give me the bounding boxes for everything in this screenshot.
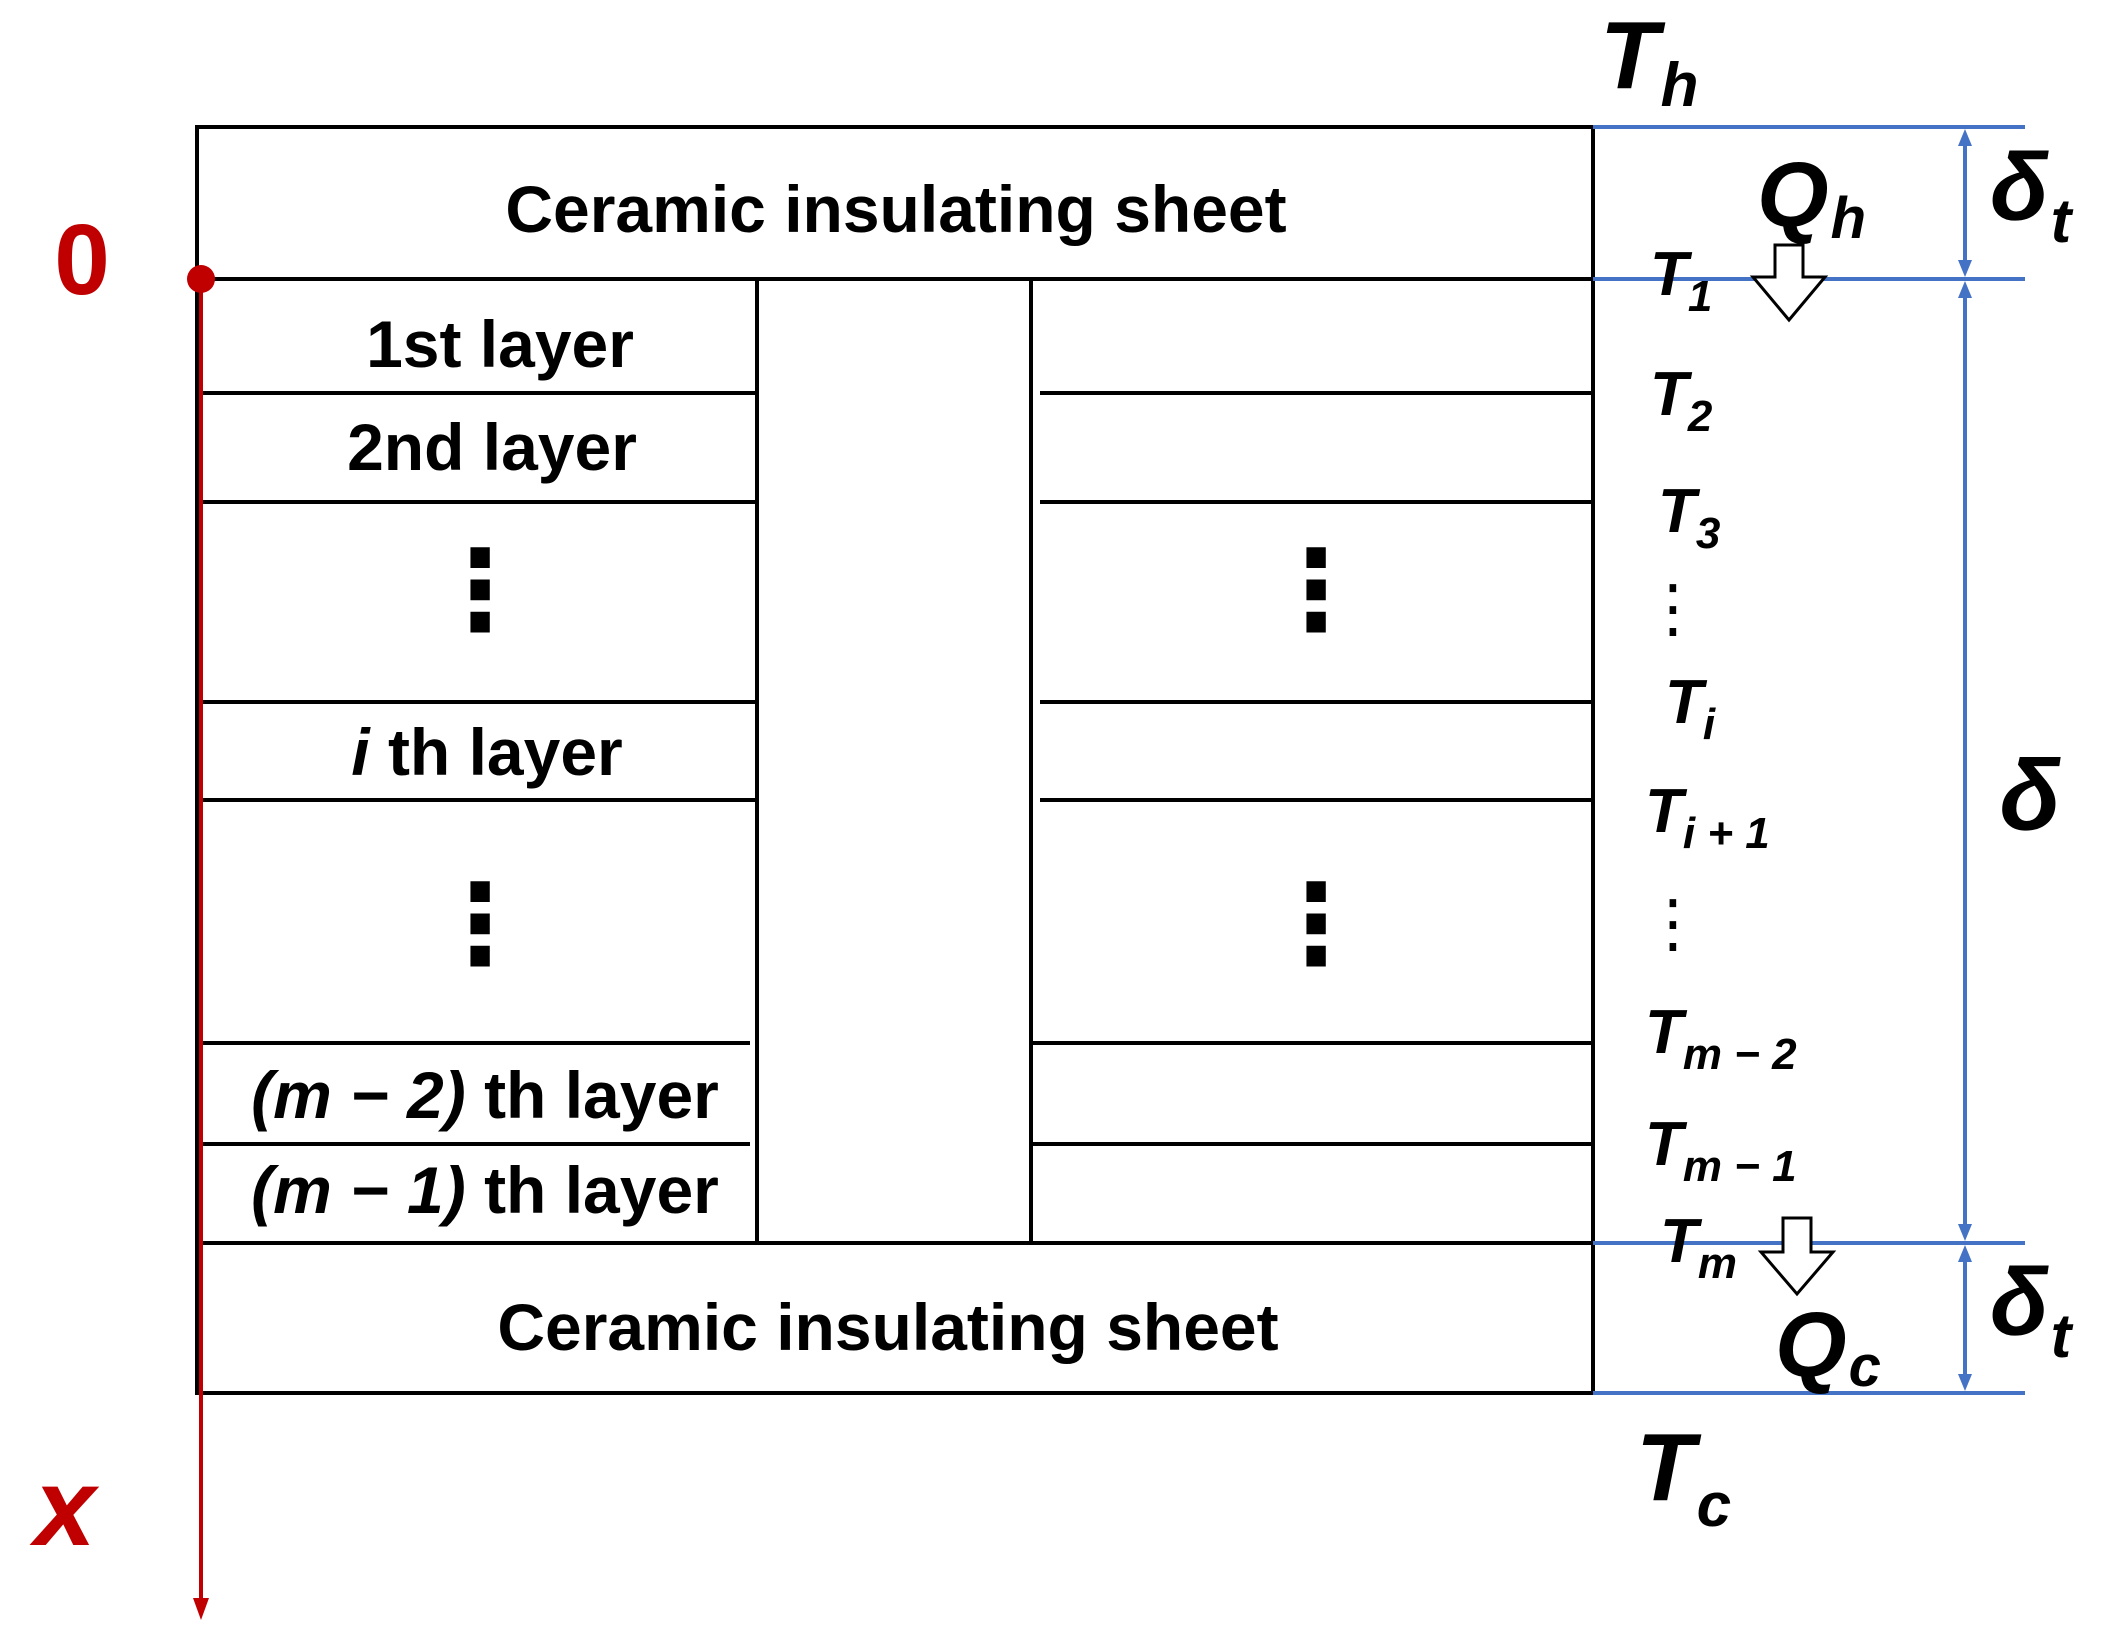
heat-in-sub: h: [1831, 186, 1866, 251]
layer-i-label: i th layer: [351, 715, 622, 789]
layer-2-label: 2nd layer: [347, 410, 637, 484]
temp-t2-base: T: [1650, 360, 1693, 429]
temp-t1-label: T1: [1650, 240, 1712, 321]
temp-tm2-sub: m − 2: [1683, 1030, 1797, 1079]
origin-label: 0: [54, 204, 110, 316]
origin-dot: [187, 265, 215, 293]
temp-t3-base: T: [1658, 477, 1701, 546]
dim-top-up-head: [1958, 129, 1972, 146]
temp-tm2-label: Tm − 2: [1645, 998, 1797, 1079]
heat-in-arrow: [1749, 243, 1829, 323]
temp-tm-label: Tm: [1660, 1207, 1737, 1288]
temp-t2-label: T2: [1650, 360, 1713, 441]
temp-t3-sub: 3: [1696, 509, 1720, 558]
heat-in-base: Q: [1757, 144, 1829, 246]
dim-bot-up-head: [1958, 1245, 1972, 1262]
temp-tm-sub: m: [1698, 1239, 1737, 1288]
temp-ellipsis-1: ⋮: [1641, 572, 1705, 644]
temp-ti1-base: T: [1645, 777, 1688, 846]
temp-ti-base: T: [1665, 668, 1708, 737]
delta-t-top-label: δt: [1990, 134, 2074, 256]
delta-t-top-sub: t: [2051, 187, 2074, 256]
dim-mid-down-head: [1958, 1224, 1972, 1241]
top-sheet-label: Ceramic insulating sheet: [505, 172, 1286, 246]
temp-ellipsis-2: ⋮: [1641, 887, 1705, 959]
heat-out-base: Q: [1775, 1294, 1847, 1396]
dim-mid-up-head: [1958, 281, 1972, 298]
x-axis-arrowhead: [193, 1598, 209, 1620]
temp-t1-base: T: [1650, 240, 1693, 309]
structure-outline: [195, 125, 1595, 1395]
temp-tc-base: T: [1636, 1414, 1702, 1521]
heat-in-label: Qh: [1757, 144, 1866, 251]
right-ellipsis-2: ⋮: [1261, 863, 1371, 986]
temp-tm1-sub: m − 1: [1683, 1142, 1797, 1191]
layer-i-var: i: [351, 715, 371, 789]
layer-m2-label: (m − 2) th layer: [251, 1058, 719, 1132]
temp-tm1-base: T: [1645, 1110, 1688, 1179]
layer-1-label: 1st layer: [366, 307, 634, 381]
delta-total-label: δ: [1999, 740, 2061, 852]
layer-m2-rest: th layer: [466, 1058, 719, 1132]
x-axis: 0 x: [29, 204, 215, 1620]
layer-m1-label: (m − 1) th layer: [251, 1153, 719, 1227]
temp-t2-sub: 2: [1687, 392, 1713, 441]
outer-frame: [195, 125, 1595, 1395]
right-ellipsis-1: ⋮: [1261, 529, 1371, 652]
temp-ti-label: Ti: [1665, 668, 1716, 749]
x-axis-label: x: [29, 1446, 99, 1569]
temp-ti-sub: i: [1703, 700, 1716, 749]
delta-t-bottom-base: δ: [1990, 1249, 2049, 1356]
dimension-lines: [1593, 125, 2025, 1395]
temp-ti1-sub: i + 1: [1683, 809, 1770, 858]
layer-m1-var: (m − 1): [251, 1153, 466, 1227]
left-ellipsis-2: ⋮: [425, 863, 535, 986]
temp-t3-label: T3: [1658, 477, 1720, 558]
dimension-arrowheads: [1958, 129, 1972, 1391]
heat-out-label: Qc: [1775, 1294, 1881, 1399]
bottom-sheet-label: Ceramic insulating sheet: [497, 1290, 1278, 1364]
temp-th-base: T: [1600, 2, 1666, 109]
temp-tc-label: Tc: [1636, 1414, 1731, 1540]
temp-tm1-label: Tm − 1: [1645, 1110, 1797, 1191]
delta-t-bottom-label: δt: [1990, 1249, 2074, 1371]
dim-top-down-head: [1958, 260, 1972, 277]
temp-tm2-base: T: [1645, 998, 1688, 1067]
left-ellipsis-1: ⋮: [425, 529, 535, 652]
delta-t-top-base: δ: [1990, 134, 2049, 241]
heat-out-arrow: [1757, 1216, 1837, 1297]
temp-tc-sub: c: [1697, 1471, 1731, 1540]
delta-t-bottom-sub: t: [2051, 1302, 2074, 1371]
temp-th-sub: h: [1661, 51, 1699, 120]
layer-m1-rest: th layer: [466, 1153, 719, 1227]
temp-th-label: Th: [1600, 2, 1699, 120]
temp-t1-sub: 1: [1688, 272, 1712, 321]
temp-ti1-label: Ti + 1: [1645, 777, 1770, 858]
temp-tm-base: T: [1660, 1207, 1703, 1276]
heat-out-sub: c: [1849, 1334, 1881, 1399]
dim-bot-down-head: [1958, 1374, 1972, 1391]
layer-m2-var: (m − 2): [251, 1058, 466, 1132]
layer-i-rest: th layer: [370, 715, 623, 789]
